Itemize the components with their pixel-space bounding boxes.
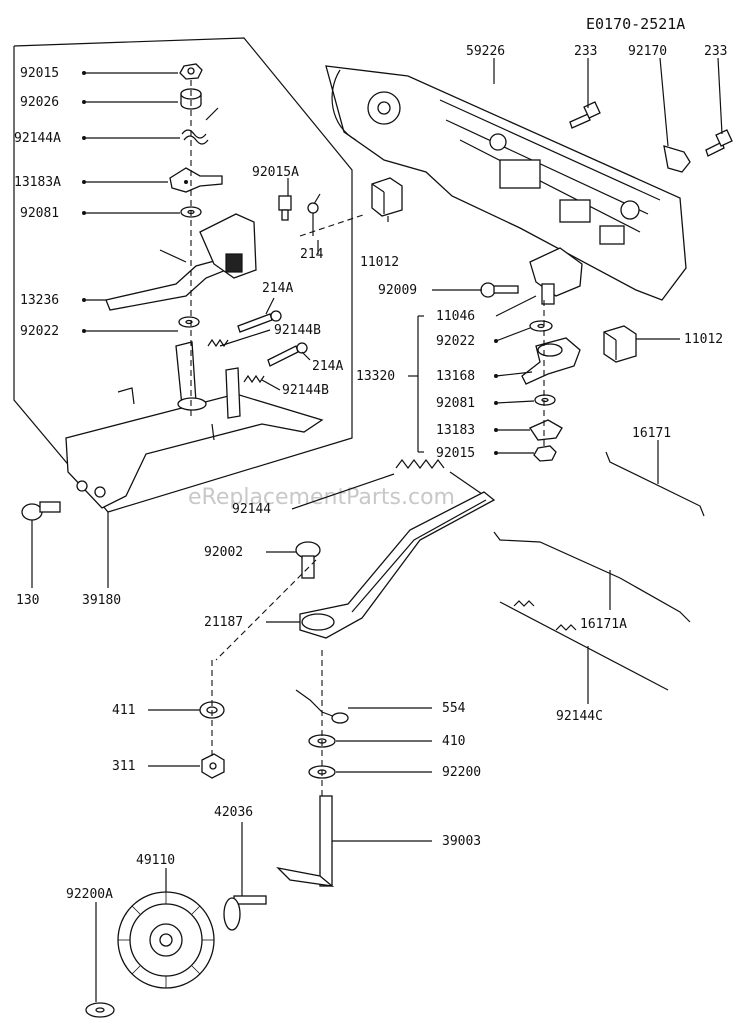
label-92144A: 92144A xyxy=(14,131,61,146)
label-16171: 16171 xyxy=(632,426,671,441)
part-shaft-42036 xyxy=(223,895,267,931)
part-cap-11012a xyxy=(371,177,403,217)
part-nut-92015b xyxy=(533,445,557,462)
label-49110: 49110 xyxy=(136,853,175,868)
part-nut-92015 xyxy=(179,63,203,80)
label-39180: 39180 xyxy=(82,593,121,608)
label-92200A: 92200A xyxy=(66,887,113,902)
leader-lines xyxy=(31,57,723,1002)
part-screw-130 xyxy=(21,501,61,521)
part-lever-13168 xyxy=(521,337,581,385)
label-410: 410 xyxy=(442,734,465,749)
label-39003: 39003 xyxy=(442,834,481,849)
label-13320: 13320 xyxy=(356,369,395,384)
label-92015b: 92015 xyxy=(436,446,475,461)
subassembly-frame xyxy=(13,37,353,513)
part-washer-92200A xyxy=(85,1002,115,1018)
label-59226: 59226 xyxy=(466,44,505,59)
label-92144: 92144 xyxy=(232,502,271,517)
part-arm-21187 xyxy=(299,491,496,639)
label-214A1: 214A xyxy=(262,281,293,296)
part-spring-92144 xyxy=(395,459,483,495)
part-spring-92144C xyxy=(499,600,669,691)
part-bolt-233b xyxy=(705,129,733,157)
part-clip-554 xyxy=(295,689,349,724)
part-washer-92081b xyxy=(534,394,556,406)
label-92144C: 92144C xyxy=(556,709,603,724)
part-bolt-233a xyxy=(569,101,601,129)
label-233b: 233 xyxy=(704,44,727,59)
part-spring-92144A xyxy=(181,107,219,145)
label-130: 130 xyxy=(16,593,39,608)
label-21187: 21187 xyxy=(204,615,243,630)
label-13236: 13236 xyxy=(20,293,59,308)
label-92144B1: 92144B xyxy=(274,323,321,338)
part-rod-16171A xyxy=(493,531,691,623)
label-92026: 92026 xyxy=(20,95,59,110)
part-washer-92022 xyxy=(178,316,200,328)
diagram-code: E0170-2521A xyxy=(586,15,685,33)
label-11012b: 11012 xyxy=(684,332,723,347)
label-13183: 13183 xyxy=(436,423,475,438)
part-nut-92015A xyxy=(278,195,292,221)
part-bolt-92002 xyxy=(295,541,321,579)
label-214A2: 214A xyxy=(312,359,343,374)
part-clip-92170 xyxy=(663,145,691,173)
part-nut-311 xyxy=(201,753,225,779)
label-16171A: 16171A xyxy=(580,617,627,632)
label-411: 411 xyxy=(112,703,135,718)
part-lever-13236 xyxy=(105,213,257,311)
watermark: eReplacementParts.com xyxy=(188,485,455,510)
part-plate-13183A xyxy=(169,167,223,193)
label-554: 554 xyxy=(442,701,466,716)
part-plate-13183 xyxy=(529,419,563,441)
label-13168: 13168 xyxy=(436,369,475,384)
label-92015: 92015 xyxy=(20,66,59,81)
label-92170: 92170 xyxy=(628,44,667,59)
part-labels: 92015 92026 92144A 13183A 92015A 92081 2… xyxy=(14,44,727,902)
label-11046: 11046 xyxy=(436,309,475,324)
label-92081a: 92081 xyxy=(20,206,59,221)
label-92200: 92200 xyxy=(442,765,481,780)
part-gear-49110 xyxy=(117,891,215,989)
label-11012a: 11012 xyxy=(360,255,399,270)
label-92009: 92009 xyxy=(378,283,417,298)
label-42036: 42036 xyxy=(214,805,253,820)
center-lines xyxy=(190,80,545,796)
part-bolt-214 xyxy=(307,202,319,236)
part-housing-59226 xyxy=(325,65,687,301)
part-shaft-11046 xyxy=(529,247,583,305)
label-92081b: 92081 xyxy=(436,396,475,411)
label-92002: 92002 xyxy=(204,545,243,560)
part-shaft-39003 xyxy=(276,795,335,887)
label-214a: 214 xyxy=(300,247,324,262)
part-bolt-214A xyxy=(237,310,308,367)
label-92022b: 92022 xyxy=(436,334,475,349)
label-311: 311 xyxy=(112,759,135,774)
part-washer-92022b xyxy=(529,320,553,332)
label-92015A: 92015A xyxy=(252,165,299,180)
part-rod-16171 xyxy=(605,451,705,517)
label-13183A: 13183A xyxy=(14,175,61,190)
label-92144B2: 92144B xyxy=(282,383,329,398)
part-bracket-39180 xyxy=(65,341,324,509)
label-92022a: 92022 xyxy=(20,324,59,339)
part-cap-11012b xyxy=(603,325,637,363)
part-bolt-92009 xyxy=(480,282,519,298)
label-233a: 233 xyxy=(574,44,597,59)
